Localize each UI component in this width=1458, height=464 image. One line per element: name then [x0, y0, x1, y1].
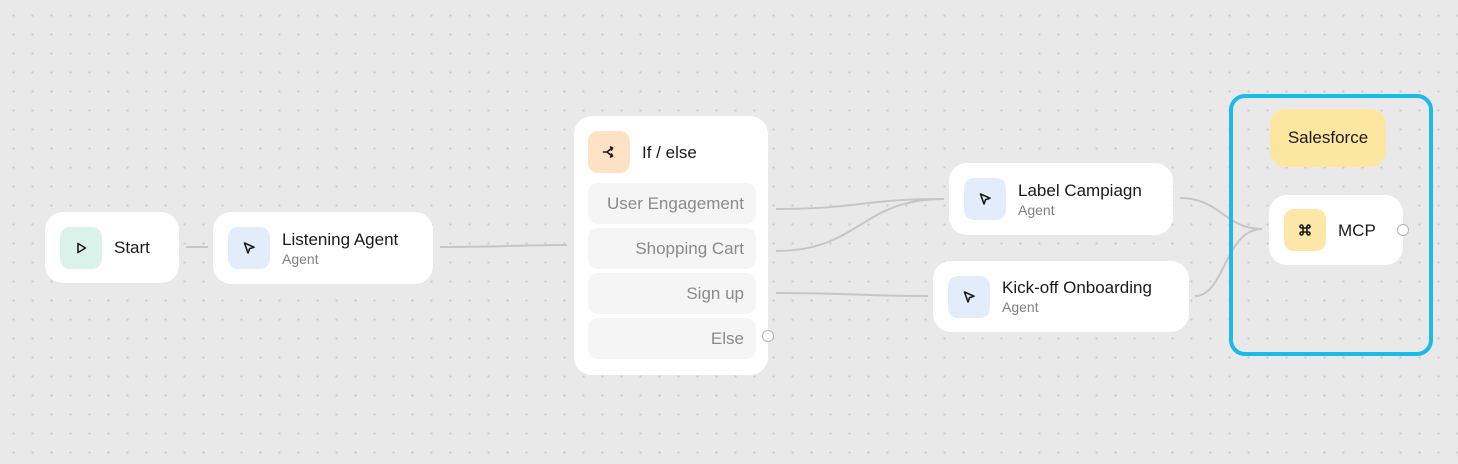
listening-agent-subtitle: Agent: [282, 250, 319, 267]
play-icon: [60, 226, 102, 269]
mcp-node[interactable]: MCP: [1269, 195, 1403, 265]
edge-listening-to-ifelse: [439, 244, 568, 248]
command-icon: [1284, 209, 1326, 251]
edge-cart-to-label: [775, 198, 945, 252]
label-campaign-title: Label Campiagn: [1018, 180, 1142, 200]
label-campaign-node[interactable]: Label Campiagn Agent: [949, 163, 1173, 235]
branch-icon: [588, 131, 630, 173]
cursor-icon: [964, 178, 1006, 220]
else-output-port[interactable]: [762, 330, 774, 342]
branch-user-engagement[interactable]: User Engagement: [588, 183, 756, 224]
branch-sign-up[interactable]: Sign up: [588, 273, 756, 314]
branch-shopping-cart[interactable]: Shopping Cart: [588, 228, 756, 269]
listening-agent-node[interactable]: Listening Agent Agent: [213, 212, 433, 284]
start-node-title: Start: [114, 238, 150, 257]
branch-else[interactable]: Else: [588, 318, 756, 359]
kickoff-onboarding-title: Kick-off Onboarding: [1002, 278, 1152, 297]
cursor-icon: [948, 275, 990, 318]
label-campaign-subtitle: Agent: [1018, 201, 1055, 218]
salesforce-group-selection[interactable]: [1229, 94, 1433, 356]
mcp-title: MCP: [1338, 220, 1376, 240]
if-else-header: If / else: [588, 131, 697, 173]
start-node[interactable]: Start: [45, 212, 179, 283]
if-else-title: If / else: [642, 142, 697, 162]
cursor-icon: [228, 227, 270, 269]
listening-agent-title: Listening Agent: [282, 229, 399, 249]
if-else-node[interactable]: If / else User Engagement Shopping Cart …: [574, 116, 768, 375]
salesforce-group-label[interactable]: Salesforce: [1270, 109, 1386, 167]
edge-signup-to-kickoff: [775, 292, 929, 297]
edge-engagement-to-label: [775, 198, 945, 210]
kickoff-onboarding-node[interactable]: Kick-off Onboarding Agent: [933, 261, 1189, 332]
mcp-output-port[interactable]: [1397, 224, 1409, 236]
kickoff-onboarding-subtitle: Agent: [1002, 299, 1039, 315]
